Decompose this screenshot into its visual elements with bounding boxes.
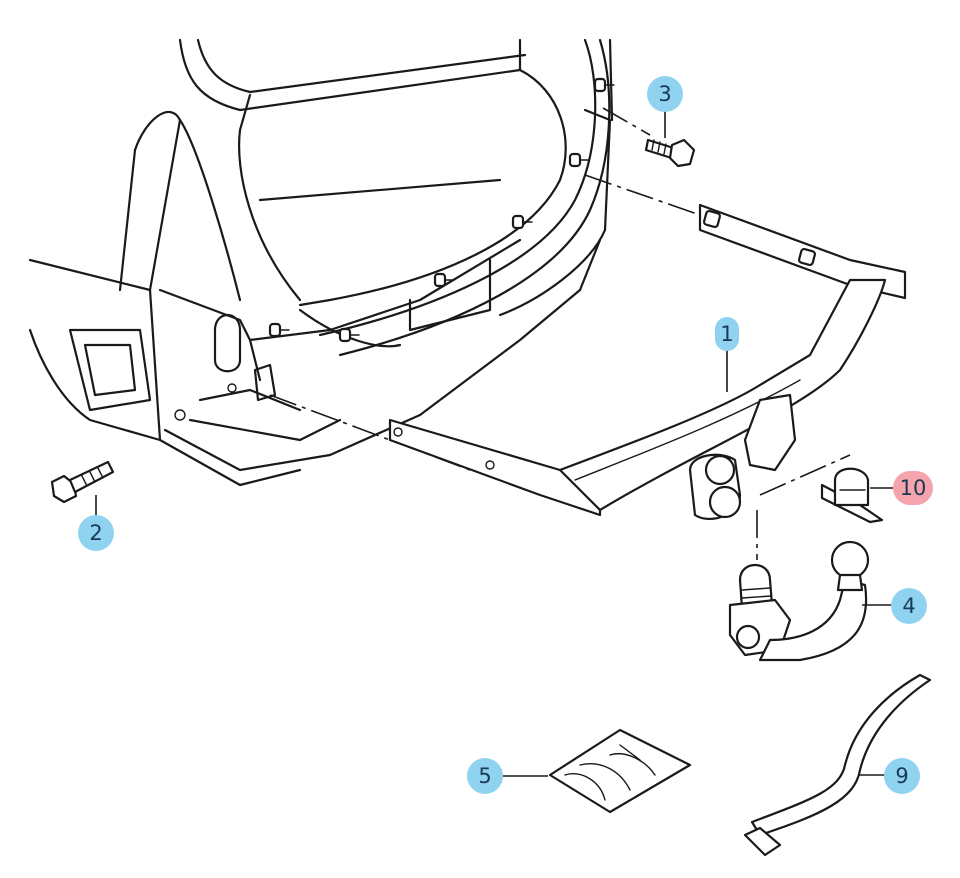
strap [743, 673, 932, 857]
instruction-pouch [497, 728, 692, 814]
callout-2-bubble [78, 515, 114, 551]
callout-10-label: 10 [900, 476, 927, 500]
callout-10-bubble [893, 471, 933, 505]
callout-3-label: 3 [658, 82, 671, 106]
callout-10[interactable]: 10 [893, 471, 933, 505]
callout-9-bubble [884, 758, 920, 794]
hex-bolt-2 [50, 460, 115, 518]
callout-1[interactable]: 1 [715, 317, 739, 351]
callout-4-bubble [891, 588, 927, 624]
towbar-crossmember [388, 203, 907, 520]
callout-1-label: 1 [720, 322, 733, 346]
electrical-socket [820, 467, 895, 524]
body-studs [268, 77, 615, 343]
callout-2-label: 2 [89, 521, 102, 545]
callout-9[interactable]: 9 [884, 758, 920, 794]
vehicle-rear-body [28, 38, 614, 487]
callout-3-bubble [647, 76, 683, 112]
callout-4[interactable]: 4 [891, 588, 927, 624]
callout-9-label: 9 [895, 764, 908, 788]
callout-2[interactable]: 2 [78, 515, 114, 551]
detachable-ball-head [728, 540, 897, 662]
callout-5[interactable]: 5 [467, 758, 503, 794]
callout-5-bubble [467, 758, 503, 794]
callout-1-bubble [715, 317, 739, 351]
hex-bolt-3 [644, 110, 696, 168]
callout-3[interactable]: 3 [647, 76, 683, 112]
callout-4-label: 4 [902, 594, 915, 618]
callout-5-label: 5 [478, 764, 491, 788]
